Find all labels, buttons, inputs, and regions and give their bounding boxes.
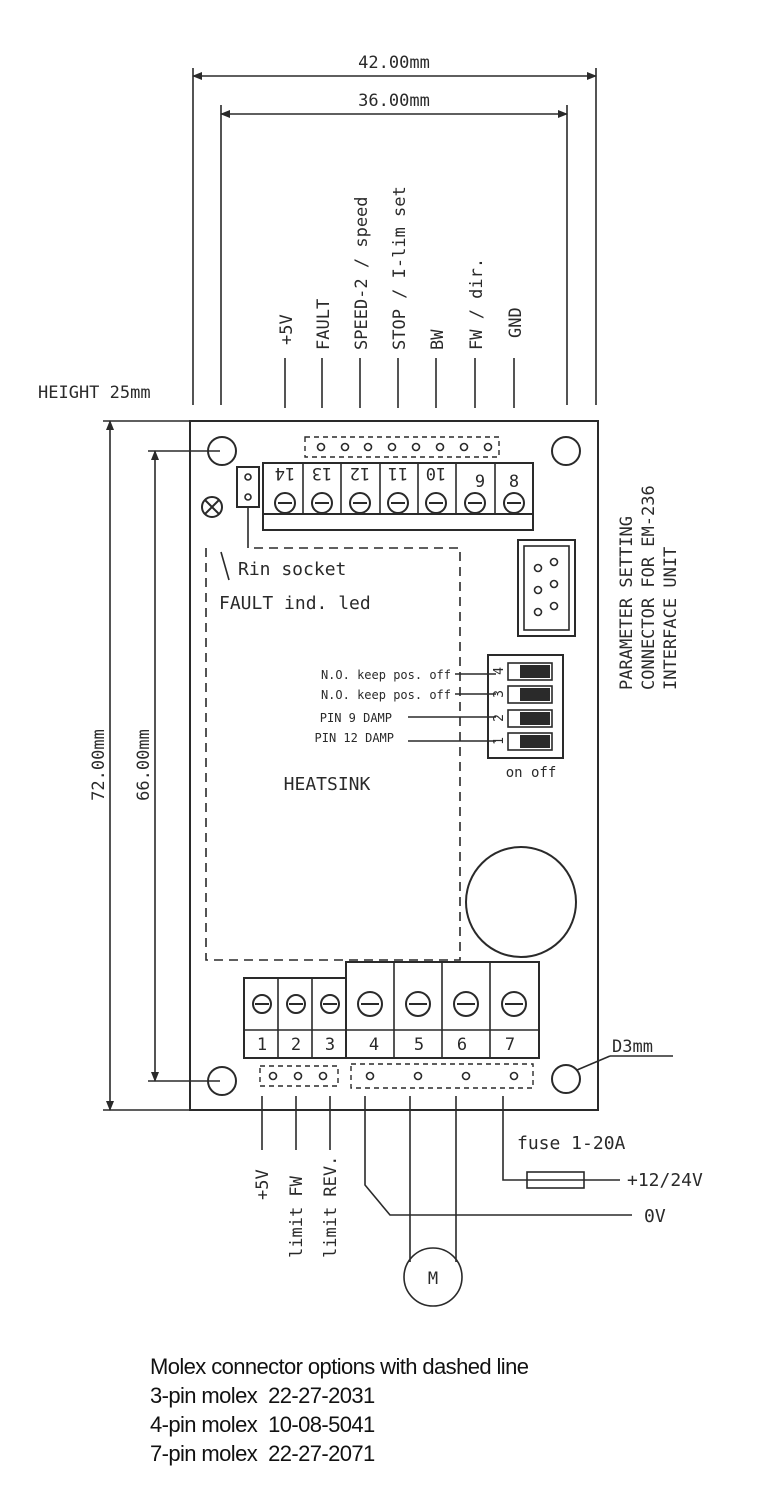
hole-leader [576,1055,611,1071]
top-pin-number: 12 [350,463,370,483]
hole-diameter-label: D3mm [612,1037,653,1057]
width-outer-label: 42.00mm [358,53,430,73]
terminal-screw [503,492,525,514]
top-terminal-block [262,462,534,531]
width-inner-label: 36.00mm [358,91,430,111]
terminal-screw [453,991,479,1017]
dip-number: 3 [492,690,507,698]
dip-leads [408,673,496,742]
supply-label: +12/24V [627,1170,703,1191]
dip-number: 4 [492,667,507,675]
mounting-hole [551,436,581,466]
top-pin-leads [284,358,515,408]
mounting-hole [207,436,237,466]
terminal-screw [405,991,431,1017]
dip-switch [487,654,564,759]
ground-label: 0V [644,1206,666,1227]
dip-label: PIN 9 DAMP [320,711,392,725]
dip-label: PIN 12 DAMP [315,731,394,745]
top-pin-label-5v: +5V [277,314,297,345]
terminal-screw [252,994,272,1014]
param-connector-label-2: CONNECTOR FOR EM-236 [639,485,659,690]
terminal-screw [320,994,340,1014]
wiring-diagram: 42.00mm 36.00mm 72.00mm 66.00mm HEIGHT 2… [38,53,703,1307]
rin-socket-label: Rin socket [238,559,346,580]
motor-label: M [428,1269,438,1289]
terminal-screw [357,991,383,1017]
molex-note-line: 3-pin molex 22-27-2031 [150,1383,375,1408]
mounting-hole [551,1064,581,1094]
top-pin-label-fw: FW / dir. [467,258,487,350]
molex-note-line: 4-pin molex 10-08-5041 [150,1412,375,1437]
top-pin-label-fault: FAULT [314,299,334,350]
molex-note-line: 7-pin molex 22-27-2071 [150,1441,375,1466]
fault-led-label: FAULT ind. led [219,593,371,614]
terminal-screw [387,492,409,514]
capacitor [465,846,577,958]
top-pin-number: 10 [426,463,446,483]
motor [403,1247,463,1307]
rin-leader [220,551,230,581]
top-pin-number: 11 [388,463,408,483]
terminal-screw [501,991,527,1017]
bottom-pin-number: 6 [457,1035,467,1055]
bottom-pin-number: 5 [414,1035,424,1055]
top-pin-label-stop: STOP / I-lim set [390,186,410,350]
height-inner-label: 66.00mm [134,729,154,801]
board-height-label: HEIGHT 25mm [38,383,151,403]
parameter-connector [517,539,576,637]
bottom-pin-number: 3 [325,1035,335,1055]
dip-label: N.O. keep pos. off [321,668,451,682]
terminal-screw [274,492,296,514]
terminal-screw [286,994,306,1014]
top-pin-number: 13 [312,463,332,483]
top-pin-number: 14 [275,463,295,483]
height-outer-label: 72.00mm [89,729,109,801]
dimension-lines [103,68,597,1111]
rin-socket [236,466,260,548]
molex-notes: Molex connector options with dashed line… [150,1352,529,1468]
mounting-hole [207,1066,237,1096]
bottom-pin-number: 7 [505,1035,515,1055]
param-connector-label-1: PARAMETER SETTING [617,516,637,690]
top-pin-label-speed: SPEED-2 / speed [352,196,372,350]
top-pin-number: 8 [509,472,519,492]
dip-number: 2 [492,714,507,722]
bottom-pin-number: 1 [257,1035,267,1055]
dip-number: 1 [492,737,507,745]
molex-note-heading: Molex connector options with dashed line [150,1354,529,1379]
bottom-molex-connectors [259,1063,534,1089]
terminal-screw [311,492,333,514]
top-pin-number: 9 [475,472,485,492]
terminal-screw [349,492,371,514]
heatsink-outline [205,547,461,961]
top-pin-label-bw: BW [428,329,448,350]
fuse-label: fuse 1-20A [517,1133,626,1154]
dip-state-label: on off [506,765,557,781]
bottom-pin-number: 4 [369,1035,379,1055]
bottom-terminal-block-large [345,961,540,1059]
bottom-pin-label-limit-rev: limit REV. [321,1156,341,1258]
board-outline [189,420,599,1111]
top-molex-connector [304,436,500,458]
top-pin-label-gnd: GND [506,307,526,338]
bottom-pin-label-5v: +5V [253,1169,273,1200]
fault-led [201,496,223,518]
terminal-screw [464,492,486,514]
bottom-pin-label-limit-fw: limit FW [287,1175,307,1258]
bottom-pin-number: 2 [291,1035,301,1055]
heatsink-label: HEATSINK [284,774,371,795]
terminal-screw [425,492,447,514]
mounting-holes [207,436,581,1096]
param-connector-label-3: INTERFACE UNIT [661,547,681,690]
bottom-wiring [261,1096,632,1262]
dip-label: N.O. keep pos. off [321,688,451,702]
